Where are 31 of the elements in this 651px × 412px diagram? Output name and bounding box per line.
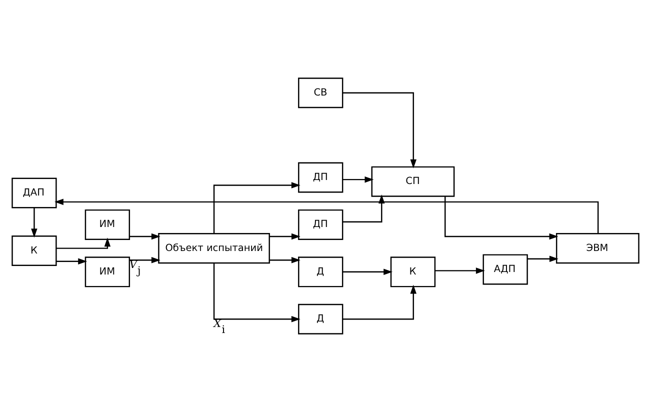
node-box: СП bbox=[371, 166, 455, 197]
node-box: АДП bbox=[482, 254, 528, 285]
arrow bbox=[213, 262, 300, 322]
node-box: ИМ bbox=[84, 209, 130, 240]
arrow bbox=[56, 238, 111, 249]
node-box: ИМ bbox=[84, 256, 130, 288]
arrow bbox=[527, 256, 558, 262]
node-box: ДП bbox=[298, 162, 344, 193]
arrow bbox=[444, 196, 558, 240]
arrow bbox=[270, 256, 300, 264]
arrow bbox=[31, 208, 38, 238]
node-box: ЭВМ bbox=[556, 233, 640, 264]
arrow bbox=[54, 198, 599, 234]
arrow bbox=[435, 268, 485, 274]
arrow bbox=[342, 92, 417, 168]
node-box: К bbox=[390, 256, 436, 288]
arrow bbox=[130, 256, 160, 264]
node-box: Д bbox=[298, 256, 344, 288]
arrow bbox=[342, 268, 393, 276]
node-box: ДАП bbox=[12, 178, 57, 208]
arrow bbox=[213, 182, 300, 234]
node-box: СВ bbox=[298, 78, 344, 108]
arrow bbox=[342, 176, 374, 183]
arrow bbox=[342, 284, 417, 320]
node-box: К bbox=[12, 236, 57, 266]
arrow bbox=[130, 233, 160, 240]
arrow bbox=[56, 258, 88, 264]
arrow bbox=[270, 233, 300, 240]
node-box: Д bbox=[298, 304, 344, 334]
node-box: ДП bbox=[298, 209, 344, 240]
node-box: Объект испытаний bbox=[158, 233, 270, 264]
